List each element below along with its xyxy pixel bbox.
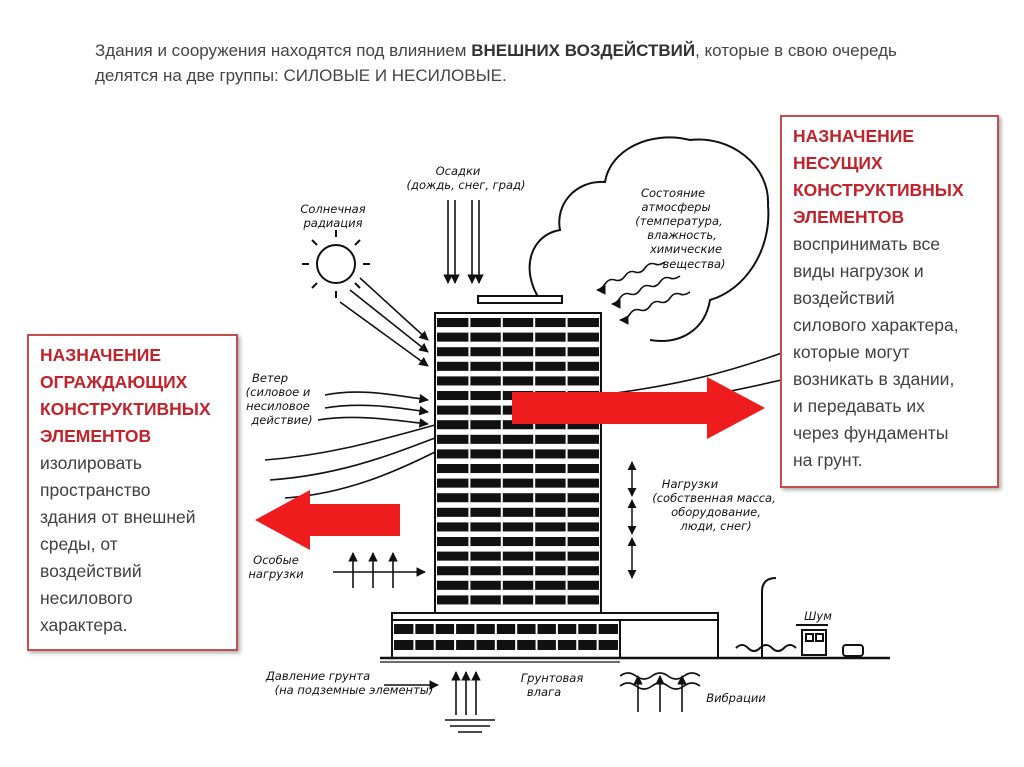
roof-cap	[477, 295, 563, 304]
label-noise: Шум	[804, 609, 832, 623]
left-heading-line: НАЗНАЧЕНИЕ	[40, 345, 162, 365]
label-loads-3: оборудование,	[671, 505, 761, 519]
intro-bold: ВНЕШНИХ ВОЗДЕЙСТВИЙ	[471, 41, 696, 60]
red-arrow-right	[512, 377, 765, 439]
street-scene	[735, 577, 864, 658]
intro-part1: Здания и сооружения находятся под влияни…	[95, 41, 472, 60]
solar-radiation-arrows	[339, 277, 429, 367]
label-special-2: нагрузки	[248, 567, 304, 581]
label-osadki-1: Осадки	[436, 164, 481, 178]
right-body-line: виды нагрузок и	[793, 261, 924, 281]
label-osadki-2: (дождь, снег, град)	[407, 178, 526, 192]
window-band	[437, 537, 599, 547]
sun-icon	[302, 230, 370, 298]
label-loads-4: люди, снег)	[679, 519, 751, 533]
window-band	[437, 478, 599, 488]
load-bearing-elements-box: НАЗНАЧЕНИЕ НЕСУЩИХ КОНСТРУКТИВНЫХ ЭЛЕМЕН…	[780, 115, 999, 488]
label-atm-5: химические	[649, 242, 722, 256]
left-box-heading: НАЗНАЧЕНИЕ ОГРАЖДАЮЩИХ КОНСТРУКТИВНЫХ ЭЛ…	[40, 342, 226, 450]
label-sun-2: радиация	[302, 216, 362, 230]
right-body-line: силового характера,	[793, 315, 959, 335]
window-band	[437, 420, 599, 430]
right-heading-line: НАЗНАЧЕНИЕ	[793, 126, 915, 146]
label-wind-2: (силовое и	[246, 385, 311, 399]
left-heading-line: КОНСТРУКТИВНЫХ	[40, 399, 211, 419]
left-body-line: изолировать	[40, 453, 142, 473]
window-band	[437, 464, 599, 474]
window-band	[437, 347, 599, 357]
right-body-line: возникать в здании,	[793, 369, 955, 389]
atmosphere-cloud	[528, 136, 770, 342]
red-arrow-left	[255, 490, 400, 550]
label-loads-2: (собственная масса,	[652, 491, 776, 505]
window-band	[437, 507, 599, 517]
window-band	[437, 566, 599, 576]
left-body-line: пространство	[40, 480, 151, 500]
left-body-line: несилового	[40, 588, 133, 608]
label-atm-6: вещества)	[662, 257, 725, 271]
atmosphere-arrows	[596, 261, 691, 325]
podium-window-band	[394, 624, 618, 634]
podium	[391, 612, 719, 659]
right-body-line: на грунт.	[793, 450, 863, 470]
label-atm-3: (температура,	[635, 214, 722, 228]
tower	[434, 312, 602, 614]
right-box-heading: НАЗНАЧЕНИЕ НЕСУЩИХ КОНСТРУКТИВНЫХ ЭЛЕМЕН…	[793, 123, 987, 231]
right-body-line: которые могут	[793, 342, 910, 362]
label-atm-1: Состояние	[641, 186, 705, 200]
label-sun-1: Солнечная	[300, 202, 365, 216]
left-body-line: воздействий	[40, 561, 142, 581]
label-soil-2: (на подземные элементы)	[275, 683, 434, 697]
precipitation-arrows	[443, 200, 484, 284]
window-band	[437, 449, 599, 459]
vibration-waves	[619, 672, 701, 712]
left-body-line: среды, от	[40, 534, 118, 554]
label-water-2: влага	[527, 685, 561, 699]
window-band	[437, 434, 599, 444]
label-atm-2: атмосферы	[641, 200, 710, 214]
label-special-1: Особые	[253, 553, 299, 567]
label-wind-1: Ветер	[252, 371, 288, 385]
label-water-1: Грунтовая	[521, 671, 584, 685]
right-heading-line: НЕСУЩИХ	[793, 153, 883, 173]
intro-part2: , которые в свою очередь делятся на две …	[95, 41, 897, 85]
label-loads-1: Нагрузки	[662, 477, 719, 491]
right-body-line: через фундаменты	[793, 423, 949, 443]
window-band	[437, 376, 599, 386]
right-body-line: и передавать их	[793, 396, 925, 416]
right-body-line: воспринимать все	[793, 234, 940, 254]
podium-window-band	[394, 640, 618, 650]
label-vibration: Вибрации	[706, 691, 766, 705]
left-heading-line: ЭЛЕМЕНТОВ	[40, 426, 152, 446]
soil-arrows	[384, 671, 495, 733]
right-heading-line: КОНСТРУКТИВНЫХ	[793, 180, 964, 200]
window-band	[437, 493, 599, 503]
left-box-body: изолировать пространство здания от внешн…	[40, 450, 226, 639]
window-band	[437, 361, 599, 371]
left-body-line: здания от внешней	[40, 507, 196, 527]
left-heading-line: ОГРАЖДАЮЩИХ	[40, 372, 188, 392]
window-band	[437, 332, 599, 342]
label-wind-4: действие)	[250, 413, 312, 427]
enclosing-elements-box: НАЗНАЧЕНИЕ ОГРАЖДАЮЩИХ КОНСТРУКТИВНЫХ ЭЛ…	[27, 334, 238, 651]
right-box-body: воспринимать все виды нагрузок и воздейс…	[793, 231, 987, 474]
label-atm-4: влажность,	[647, 228, 717, 242]
right-body-line: воздействий	[793, 288, 895, 308]
label-soil-1: Давление грунта	[265, 669, 370, 683]
left-body-line: характера.	[40, 615, 128, 635]
label-wind-3: несиловое	[246, 399, 310, 413]
window-band	[437, 595, 599, 605]
window-band	[437, 580, 599, 590]
window-band	[437, 551, 599, 561]
right-heading-line: ЭЛЕМЕНТОВ	[793, 207, 905, 227]
window-band	[437, 318, 599, 328]
window-band	[437, 522, 599, 532]
intro-text: Здания и сооружения находятся под влияни…	[95, 38, 955, 88]
diagram-labels: Осадки (дождь, снег, град) Солнечная рад…	[246, 164, 833, 705]
special-load-arrows	[333, 552, 426, 588]
